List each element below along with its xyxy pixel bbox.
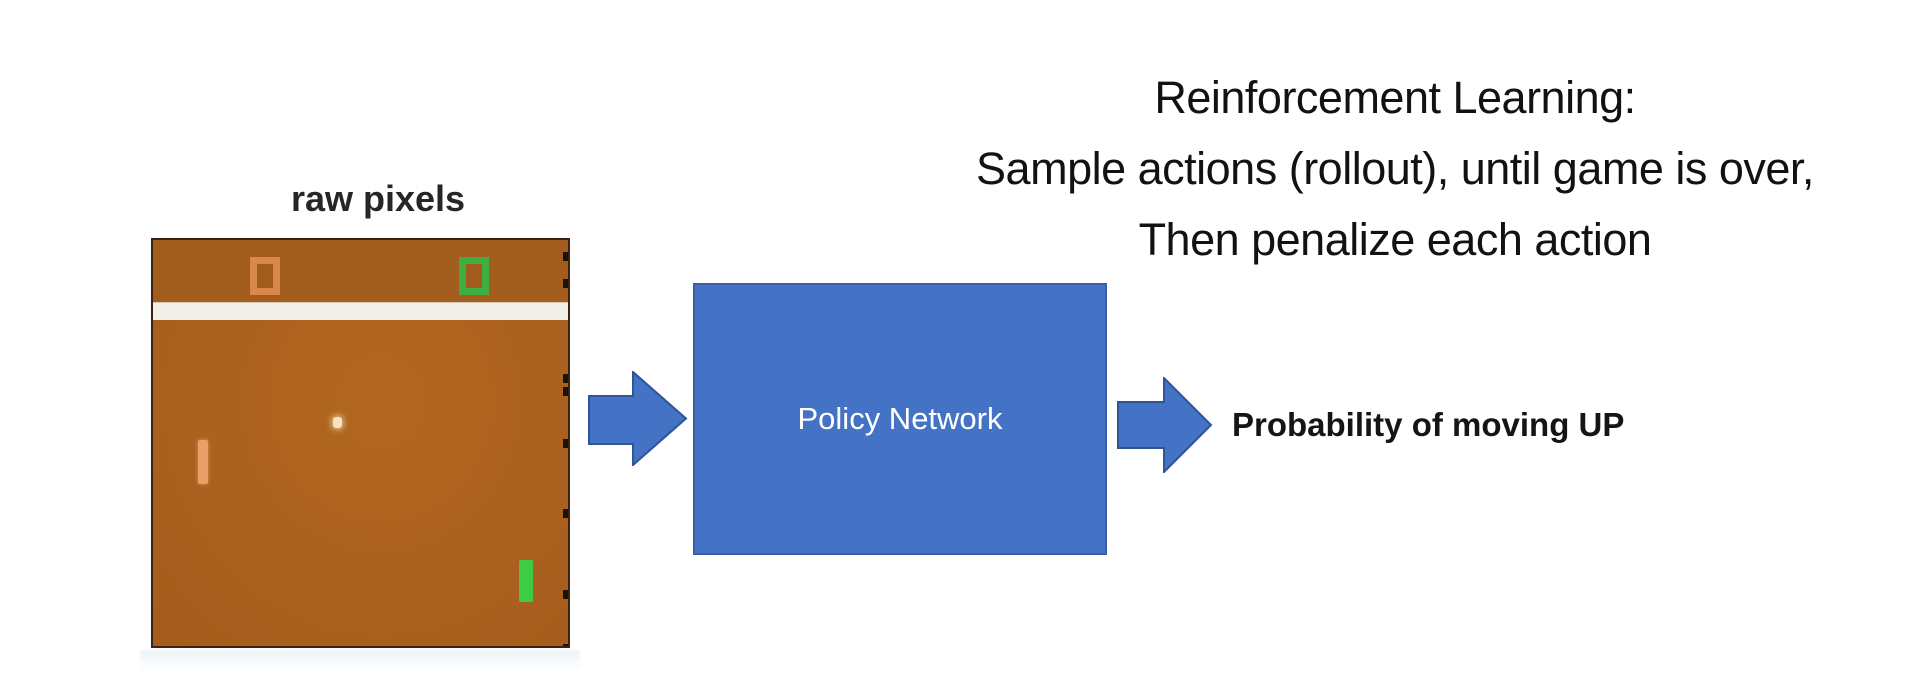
pong-shadow [140,650,580,670]
input-arrow-icon [588,371,688,466]
pong-left-score-digit [250,257,280,295]
pong-edge-artifact [563,279,568,288]
pong-divider-bar [153,302,568,320]
pong-screenshot [151,238,570,648]
pong-score-band [153,240,568,302]
pong-edge-artifact [563,387,568,396]
slide-title: Reinforcement Learning: Sample actions (… [825,62,1929,275]
raw-pixels-label: raw pixels [290,178,466,219]
pong-edge-artifact [563,439,568,448]
probability-output-label: Probability of moving UP [1232,406,1625,443]
title-line-3: Then penalize each action [1138,214,1652,265]
pong-edge-artifact [563,590,568,599]
pong-right-score-digit [459,257,489,295]
pong-edge-artifact [563,509,568,518]
pong-edge-artifact [563,252,568,261]
output-arrow-icon [1117,377,1213,473]
policy-network-label: Policy Network [797,401,1003,436]
pong-ball [333,417,342,428]
title-line-1: Reinforcement Learning: [1154,72,1636,123]
pong-edge-artifact [563,374,568,383]
policy-network-box: Policy Network [693,283,1107,555]
pong-left-paddle [198,440,208,484]
pong-right-paddle [519,560,533,602]
title-line-2: Sample actions (rollout), until game is … [976,143,1814,194]
pong-edge-artifact [563,644,568,646]
